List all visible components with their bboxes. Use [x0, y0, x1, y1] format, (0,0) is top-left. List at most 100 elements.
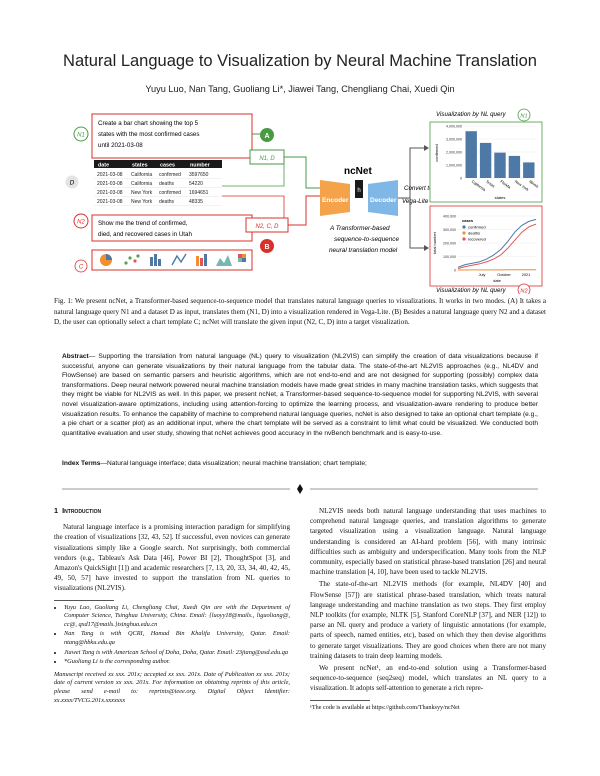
abstract: Abstract— Supporting the translation fro…	[62, 352, 538, 438]
paper-title: Natural Language to Visualization by Neu…	[63, 52, 537, 70]
chart-template-box	[91, 249, 253, 271]
author-list: Yuyu Luo, Nan Tang, Guoliang Li*, Jiawei…	[145, 84, 455, 94]
left-column: 1 Introduction Natural language interfac…	[54, 506, 290, 705]
line-y-tick: 0	[454, 269, 456, 273]
bar-x-tick: Texas	[485, 180, 496, 189]
encoder-block	[320, 180, 350, 216]
table-header-cell: number	[190, 163, 211, 169]
nl2-query-box	[91, 214, 253, 242]
bar	[465, 131, 477, 178]
bar-x-tick: Florida	[499, 180, 512, 190]
convert-label-1: Convert to	[404, 185, 433, 192]
index-terms-text: —Natural language interface; data visual…	[100, 460, 367, 467]
legend-title: cases	[462, 218, 474, 223]
nl1-line-3: until 2021-03-08	[98, 142, 143, 149]
legend-swatch	[462, 237, 466, 241]
footnote: ¹The code is available at https://github…	[310, 703, 460, 711]
table-header-bg	[94, 160, 222, 168]
table-cell: deaths	[159, 181, 175, 187]
area-chart-icon	[216, 255, 232, 266]
table-cell: 2021-03-08	[97, 181, 123, 187]
nl1-line-2: states with the most confirmed cases	[98, 131, 199, 138]
bar-y-tick: 2,000,000	[446, 151, 462, 155]
table-cell: California	[131, 172, 152, 178]
mode-a-label: A	[264, 133, 269, 140]
input-b-label: N2, C, D	[255, 224, 279, 230]
heatmap-icon	[238, 254, 246, 262]
table-cell: 48335	[189, 199, 203, 205]
top-chart-badge: N1	[520, 114, 527, 120]
affiliation-1: Yuyu Luo, Guoliang Li, Chengliang Chai, …	[64, 604, 290, 630]
line-x-tick: October	[497, 273, 511, 277]
series-line	[457, 218, 537, 268]
line-chart-icon	[171, 253, 187, 266]
legend-swatch	[462, 231, 466, 235]
legend-label: confirmed	[468, 225, 486, 230]
line-x-label: date	[493, 278, 502, 283]
hidden-state-block	[355, 180, 363, 198]
table-d-badge	[65, 175, 79, 189]
encoder-label: Encoder	[322, 197, 349, 204]
bar-y-label: confirmed	[434, 144, 439, 162]
bar-chart-icon	[150, 254, 161, 266]
nl2-line-2: died, and recovered cases in Utah	[98, 231, 192, 238]
template-badge	[74, 259, 88, 273]
table-header-cell: cases	[160, 163, 175, 169]
line-y-tick: 300,000	[443, 228, 456, 232]
bar-x-tick: Illinois	[528, 180, 539, 189]
bottom-chart-frame	[429, 205, 543, 287]
bar	[494, 152, 506, 178]
bar-y-tick: 3,000,000	[446, 138, 462, 142]
bar-y-tick: 0	[460, 177, 462, 181]
abstract-text: — Supporting the translation from natura…	[62, 353, 538, 437]
bar	[508, 155, 521, 178]
affiliations: Yuyu Luo, Guoliang Li, Chengliang Chai, …	[54, 604, 290, 667]
right-paragraph-2: The state-of-the-art NL2VIS methods (for…	[310, 580, 546, 660]
affiliation-2: Nan Tang is with QCRI, Hamad Bin Khalifa…	[64, 630, 290, 647]
nl1-badge	[73, 126, 89, 142]
table-cell: California	[131, 181, 152, 187]
right-paragraph-3: We present ncNet¹, an end-to-end solutio…	[310, 664, 546, 693]
bar-y-tick: 1,000,000	[446, 164, 462, 168]
line-y-tick: 200,000	[443, 242, 456, 246]
abstract-label: Abstract	[62, 353, 89, 360]
figure-caption: Fig. 1: We present ncNet, a Transformer-…	[54, 297, 546, 326]
table-cell: confirmed	[159, 172, 181, 178]
nl2-badge-label: N2	[77, 220, 85, 226]
series-line	[457, 223, 537, 270]
intro-paragraph: Natural language interface is a promisin…	[54, 523, 290, 593]
stacked-bar-icon	[196, 254, 207, 266]
section-divider	[62, 484, 538, 494]
bar	[479, 142, 492, 178]
index-terms-label: Index Terms	[62, 460, 101, 467]
bottom-chart-badge: N2	[520, 289, 528, 295]
scatter-chart-icon	[124, 254, 140, 265]
table-cell: 3597650	[189, 172, 209, 178]
vis-bottom-caption: Visualization by NL query	[436, 287, 507, 294]
line-y-tick: 100,000	[443, 255, 456, 259]
nl1-badge-label: N1	[77, 133, 85, 139]
data-table: date states cases number 2021-03-08 Californi…	[94, 163, 222, 206]
affiliation-3: Jiawei Tang is with American School of D…	[64, 649, 290, 658]
line-x-tick: July	[479, 273, 486, 277]
input-a-label: N1, D	[259, 156, 275, 162]
mode-a-badge	[260, 128, 274, 142]
index-terms: Index Terms—Natural language interface; …	[62, 460, 538, 467]
figure-1: Create a bar chart showing the top 5 sta…	[65, 108, 543, 295]
table-header-cell: date	[98, 163, 109, 169]
bar-chart: 4,000,0003,000,0002,000,0001,000,0000con…	[434, 125, 539, 201]
table-header-cell: states	[132, 163, 148, 169]
model-desc-2: sequence-to-sequence	[334, 236, 399, 243]
table-cell: 54220	[189, 181, 203, 187]
line-x-tick: 2021	[522, 273, 530, 277]
nl1-line-1: Create a bar chart showing the top 5	[98, 120, 199, 127]
hidden-state-label: h	[357, 188, 360, 194]
model-desc-3: neural translation model	[329, 247, 398, 254]
table-cell: 2021-03-08	[97, 190, 123, 196]
table-cell: 1694651	[189, 190, 209, 196]
convert-label-2: Vega-Lite	[402, 198, 429, 205]
table-cell: deaths	[159, 199, 175, 205]
manuscript-info: Manuscript received xx xxx. 201x; accept…	[54, 670, 290, 704]
mode-b-label: B	[264, 244, 269, 251]
nl2-line-1: Show me the trend of confirmed,	[98, 220, 188, 227]
